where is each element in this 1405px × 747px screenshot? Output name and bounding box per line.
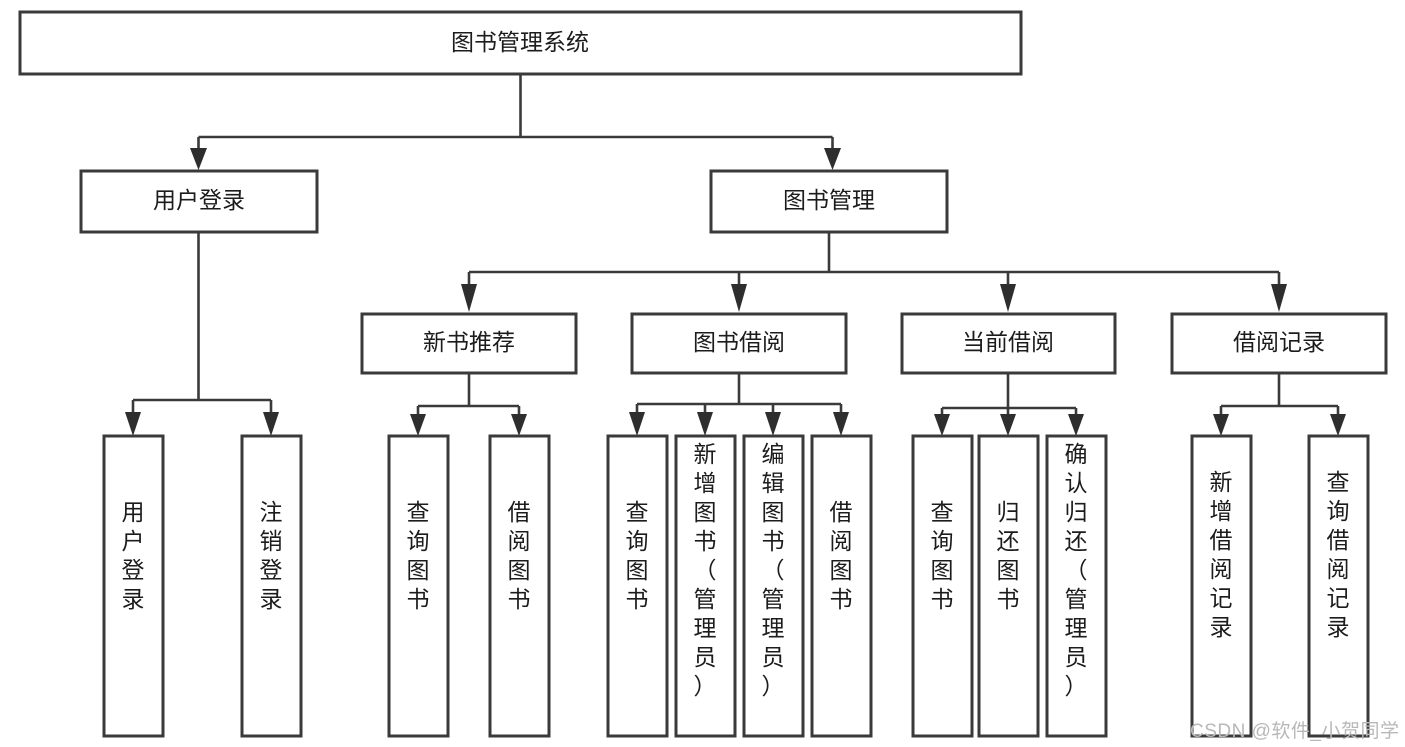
node-current-borrow-box[interactable] bbox=[900, 312, 1117, 375]
arrowhead-leaf-query-book-3 bbox=[934, 414, 950, 436]
leaf-query-book-1-box[interactable] bbox=[387, 434, 450, 738]
arrowhead-leaf-user-logout bbox=[263, 412, 279, 436]
leaf-return-book-box[interactable] bbox=[977, 434, 1040, 738]
node-current-borrow-label: 当前借阅 bbox=[962, 329, 1054, 355]
arrowhead-leaf-user-login bbox=[125, 412, 141, 436]
arrowhead-book-borrow bbox=[731, 284, 747, 312]
connector-layer bbox=[125, 74, 1346, 436]
arrowhead-leaf-confirm-return bbox=[1068, 414, 1084, 436]
leaf-borrow-book-1-box[interactable] bbox=[488, 434, 551, 738]
leaf-borrow-book-1[interactable]: 借阅图书 bbox=[488, 434, 551, 738]
leaf-confirm-return[interactable]: 确认归还（管理员） bbox=[1045, 434, 1108, 738]
node-new-book-recommend-label: 新书推荐 bbox=[423, 329, 515, 355]
leaf-add-borrow-record-box[interactable] bbox=[1190, 434, 1253, 738]
leaf-edit-book-box[interactable] bbox=[742, 434, 805, 738]
arrowhead-leaf-query-book-2 bbox=[629, 412, 645, 436]
arrowhead-leaf-borrow-book-1 bbox=[511, 414, 527, 436]
leaf-confirm-return-label: 确认归还（管理员） bbox=[1065, 441, 1088, 699]
node-borrow-record-box[interactable] bbox=[1170, 312, 1388, 375]
node-current-borrow[interactable]: 当前借阅 bbox=[900, 312, 1117, 375]
leaf-borrow-book-2-box[interactable] bbox=[810, 434, 873, 738]
node-borrow-record[interactable]: 借阅记录 bbox=[1170, 312, 1388, 375]
arrowhead-book-management bbox=[824, 148, 841, 170]
csdn-watermark: CSDN @软件_小贺同学 bbox=[1190, 721, 1400, 742]
leaf-user-login-label: 用户登录 bbox=[122, 499, 145, 612]
arrowhead-leaf-query-book-1 bbox=[410, 414, 426, 436]
leaf-query-book-1-label: 查询图书 bbox=[407, 499, 430, 612]
leaf-user-login-box[interactable] bbox=[102, 434, 165, 738]
node-user-login-label: 用户登录 bbox=[153, 187, 245, 213]
leaf-query-book-3-label: 查询图书 bbox=[931, 499, 954, 612]
arrowhead-leaf-query-borrow-record bbox=[1330, 414, 1346, 436]
arrowhead-user-login bbox=[190, 148, 207, 170]
leaf-user-logout-label: 注销登录 bbox=[260, 499, 283, 612]
node-book-management[interactable]: 图书管理 bbox=[709, 169, 949, 234]
node-user-login[interactable]: 用户登录 bbox=[79, 169, 319, 234]
node-book-management-box[interactable] bbox=[709, 169, 949, 234]
leaf-add-book-label: 新增图书（管理员） bbox=[694, 441, 717, 699]
node-book-management-label: 图书管理 bbox=[783, 187, 875, 213]
leaf-return-book-label: 归还图书 bbox=[997, 499, 1020, 612]
node-new-book-recommend[interactable]: 新书推荐 bbox=[360, 312, 578, 375]
leaf-borrow-book-2-label: 借阅图书 bbox=[830, 499, 853, 612]
leaf-user-login[interactable]: 用户登录 bbox=[102, 434, 165, 738]
leaf-add-borrow-record[interactable]: 新增借阅记录 bbox=[1190, 434, 1253, 738]
node-root-label: 图书管理系统 bbox=[451, 29, 589, 55]
leaf-query-book-2-box[interactable] bbox=[606, 434, 669, 738]
leaf-query-book-1[interactable]: 查询图书 bbox=[387, 434, 450, 738]
arrowhead-leaf-return-book bbox=[1000, 414, 1016, 436]
node-book-borrow[interactable]: 图书借阅 bbox=[630, 312, 848, 375]
leaf-query-borrow-record[interactable]: 查询借阅记录 bbox=[1307, 434, 1370, 738]
arrowhead-new-book bbox=[461, 284, 477, 312]
node-root[interactable]: 图书管理系统 bbox=[18, 10, 1023, 76]
arrowhead-leaf-borrow-book-2 bbox=[833, 412, 849, 436]
node-user-login-box[interactable] bbox=[79, 169, 319, 234]
leaf-confirm-return-box[interactable] bbox=[1045, 434, 1108, 738]
node-borrow-record-label: 借阅记录 bbox=[1233, 329, 1325, 355]
leaf-query-book-3[interactable]: 查询图书 bbox=[911, 434, 974, 738]
node-book-borrow-box[interactable] bbox=[630, 312, 848, 375]
leaf-edit-book[interactable]: 编辑图书（管理员） bbox=[742, 434, 805, 738]
arrowhead-leaf-add-borrow-record bbox=[1213, 414, 1229, 436]
leaf-query-book-2[interactable]: 查询图书 bbox=[606, 434, 669, 738]
node-new-book-recommend-box[interactable] bbox=[360, 312, 578, 375]
arrowhead-borrow-record bbox=[1271, 284, 1287, 312]
leaf-return-book[interactable]: 归还图书 bbox=[977, 434, 1040, 738]
leaf-user-logout[interactable]: 注销登录 bbox=[240, 434, 303, 738]
leaf-query-borrow-record-box[interactable] bbox=[1307, 434, 1370, 738]
leaf-add-book[interactable]: 新增图书（管理员） bbox=[674, 434, 737, 738]
leaf-borrow-book-2[interactable]: 借阅图书 bbox=[810, 434, 873, 738]
leaf-add-borrow-record-label: 新增借阅记录 bbox=[1210, 469, 1233, 640]
arrowhead-current-borrow bbox=[1000, 284, 1016, 312]
arrowhead-leaf-edit-book bbox=[765, 412, 781, 436]
node-book-borrow-label: 图书借阅 bbox=[693, 329, 785, 355]
leaf-edit-book-label: 编辑图书（管理员） bbox=[762, 441, 785, 699]
leaf-add-book-box[interactable] bbox=[674, 434, 737, 738]
leaf-user-logout-box[interactable] bbox=[240, 434, 303, 738]
leaf-query-book-3-box[interactable] bbox=[911, 434, 974, 738]
arrowhead-leaf-add-book bbox=[697, 412, 713, 436]
node-root-box[interactable] bbox=[18, 10, 1023, 76]
leaf-borrow-book-1-label: 借阅图书 bbox=[508, 499, 531, 612]
leaf-query-borrow-record-label: 查询借阅记录 bbox=[1327, 469, 1350, 640]
leaf-query-book-2-label: 查询图书 bbox=[626, 499, 649, 612]
